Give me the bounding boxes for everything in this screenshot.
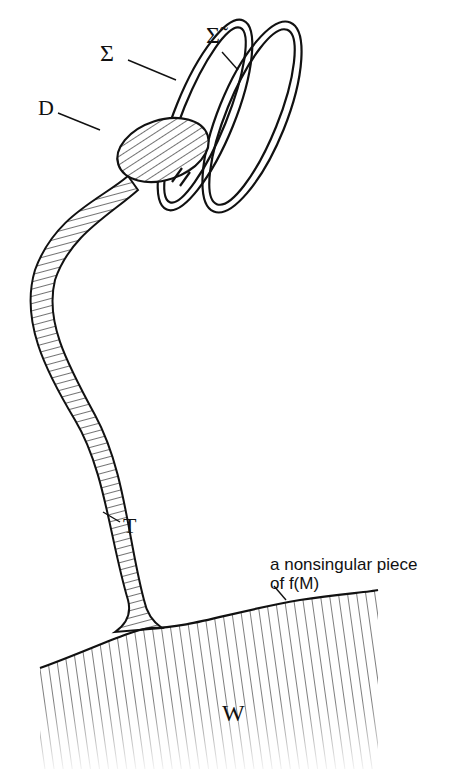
sigma-label: Σ <box>100 40 114 66</box>
loop-strands <box>172 168 190 186</box>
disk-label: D <box>38 96 54 120</box>
region-fade <box>36 700 382 769</box>
tube-t <box>31 176 162 632</box>
leader-lines <box>58 52 286 600</box>
region-label: W <box>222 700 245 726</box>
tube-label: T <box>123 514 136 538</box>
sigma-tilde-label: Σ̃ <box>206 22 220 48</box>
surface-label: a nonsingular piece of f(M) <box>270 556 420 593</box>
disk-ground <box>109 107 217 193</box>
surface-line <box>40 590 378 668</box>
sigma-tilde-loop <box>182 10 321 225</box>
disk-d <box>109 107 217 193</box>
